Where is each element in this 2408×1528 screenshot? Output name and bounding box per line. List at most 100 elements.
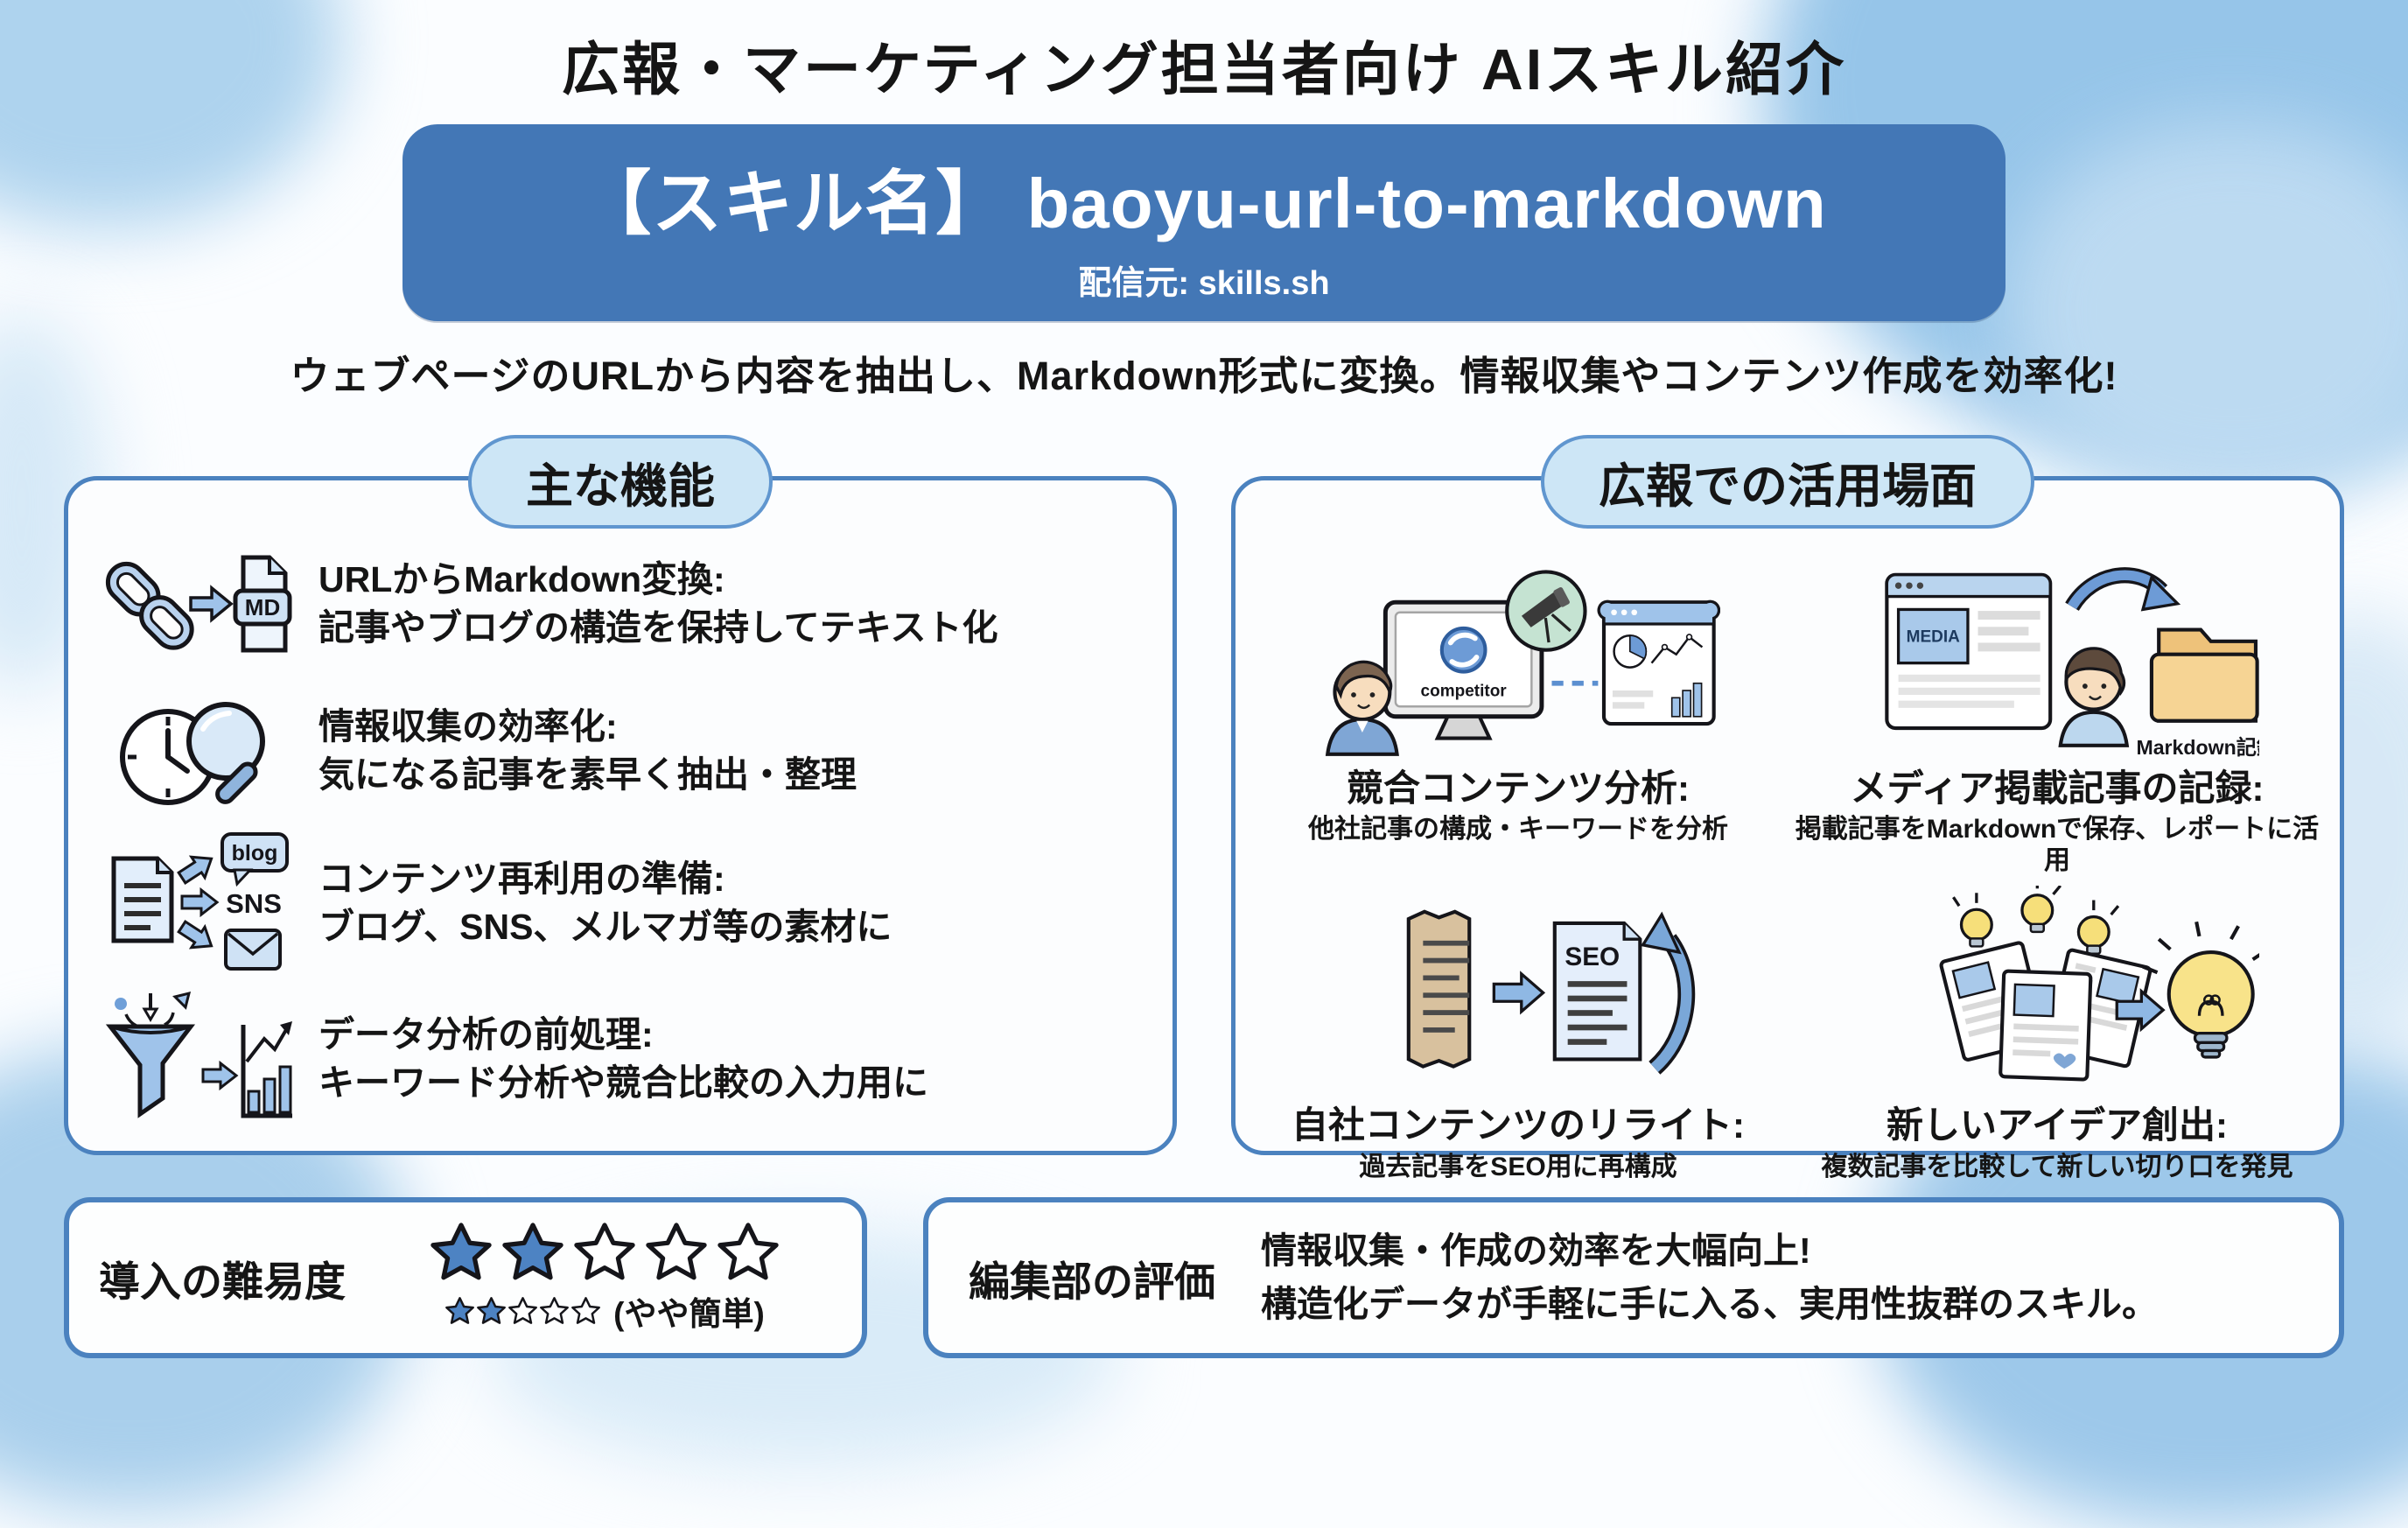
star-icon: [430, 1223, 492, 1280]
difficulty-stars: [429, 1221, 780, 1286]
blog-label: blog: [232, 841, 278, 866]
usecase-rewrite-seo: SEO 自社コ: [1255, 886, 1782, 1182]
idea-generation-illustration: [1939, 886, 2260, 1082]
markdown-record-caption: Markdown記録: [2136, 736, 2259, 759]
feature-title: コンテンツ再利用の準備:: [318, 859, 725, 900]
usecase-competitor-analysis: competitor: [1255, 549, 1782, 877]
difficulty-stars-small: [444, 1296, 601, 1327]
skill-name: 【スキル名】 baoyu-url-to-markdown: [581, 165, 1827, 242]
feature-desc: ブログ、SNS、メルマガ等の素材に: [318, 907, 892, 947]
usecase-title: メディア掲載記事の記録:: [1850, 768, 2264, 809]
feature-item-content-reuse: blog SNS コンテンツ再利用の準備: ブログ、SNS、メルマガ等の素材に: [103, 832, 1146, 974]
funnel-to-chart-icon: [103, 990, 296, 1128]
infographic: 広報・マーケティング担当者向け AIスキル紹介 【スキル名】 baoyu-url…: [64, 37, 2344, 1358]
star-icon: [574, 1223, 635, 1280]
evaluation-label: 編集部の評価: [969, 1258, 1215, 1305]
usecase-title: 競合コンテンツ分析:: [1347, 768, 1690, 809]
usecases-header: 広報での活用場面: [1541, 435, 2034, 529]
arrow-up-icon: [177, 855, 214, 885]
evaluation-box: 編集部の評価 情報収集・作成の効率を大幅向上! 構造化データが手軽に手に入る、実…: [923, 1197, 2344, 1358]
media-record-illustration: MEDIA: [1884, 567, 2259, 759]
bottom-row: 導入の難易度 (やや簡単) 編集部の評価 情報収集・作成の効率を大幅向上! 構造…: [64, 1197, 2344, 1358]
feature-list: MD URLからMarkdown変換: 記事やブログの構造を保持してテキスト化: [68, 480, 1172, 1151]
difficulty-note: (やや簡単): [613, 1296, 765, 1332]
seo-document-icon: SEO: [1552, 922, 1642, 1062]
clock-magnifier-icon: [103, 685, 296, 817]
funnel-icon: [105, 991, 196, 1118]
rewrite-seo-illustration: SEO: [1406, 909, 1695, 1076]
watercolor-blob: [2006, 123, 2408, 499]
usecase-media-record: MEDIA: [1794, 549, 2320, 877]
curved-arrow-icon: [2064, 567, 2180, 612]
arrow-right-icon: [2115, 988, 2166, 1033]
usecase-title: 自社コンテンツのリライト:: [1292, 1104, 1745, 1146]
bar-chart-icon: [241, 1021, 292, 1118]
feature-title: 情報収集の効率化:: [318, 706, 618, 747]
feature-title: URLからMarkdown変換:: [318, 559, 725, 600]
person-icon: [2057, 647, 2129, 747]
media-label: MEDIA: [1906, 628, 1960, 647]
features-panel: 主な機能: [64, 435, 1177, 1155]
analytics-window-icon: [1597, 599, 1720, 726]
chain-link-icon: [105, 561, 194, 650]
arrow-down-icon: [177, 920, 214, 950]
star-icon: [718, 1223, 779, 1280]
monitor-icon: competitor: [1382, 599, 1544, 740]
link-to-md-icon: MD: [103, 538, 296, 669]
features-header: 主な機能: [468, 435, 773, 529]
doc-to-channels-icon: blog SNS: [103, 832, 296, 974]
difficulty-box: 導入の難易度 (やや簡単): [64, 1197, 867, 1358]
description: ウェブページのURLから内容を抽出し、Markdown形式に変換。情報収集やコン…: [290, 354, 2118, 398]
telescope-bubble-icon: [1504, 570, 1587, 652]
md-file-icon: MD: [233, 555, 292, 653]
feature-desc: 記事やブログの構造を保持してテキスト化: [318, 607, 998, 648]
arrow-right-icon: [180, 887, 220, 918]
arrow-right-icon: [1492, 971, 1545, 1015]
competitor-label: competitor: [1420, 683, 1507, 701]
evaluation-line: 構造化データが手軽に手に入る、実用性抜群のスキル。: [1261, 1284, 2158, 1324]
feature-item-url-to-markdown: MD URLからMarkdown変換: 記事やブログの構造を保持してテキスト化: [103, 538, 1146, 669]
small-bulb-icon: [2020, 886, 2062, 934]
old-document-icon: [1406, 909, 1471, 1069]
star-icon: [508, 1296, 538, 1324]
competitor-analysis-illustration: competitor: [1325, 570, 1720, 756]
document-icon: [111, 856, 174, 943]
small-bulb-icon: [2076, 900, 2119, 956]
seo-label: SEO: [1564, 943, 1620, 971]
usecase-idea-generation: 新しいアイデア創出: 複数記事を比較して新しい切り口を発見: [1794, 886, 2320, 1182]
usecase-desc: 複数記事を比較して新しい切り口を発見: [1821, 1152, 2293, 1181]
blog-bubble-icon: blog: [220, 832, 289, 887]
star-icon: [571, 1296, 601, 1324]
star-icon: [445, 1296, 475, 1324]
evaluation-line: 情報収集・作成の効率を大幅向上!: [1261, 1230, 1811, 1271]
usecase-desc: 過去記事をSEO用に再構成: [1359, 1152, 1677, 1181]
person-icon: [1325, 660, 1399, 756]
sns-label: SNS: [226, 888, 282, 919]
arrow-right-icon: [189, 585, 234, 623]
feature-desc: 気になる記事を素早く抽出・整理: [318, 754, 857, 795]
browser-window-icon: MEDIA: [1884, 572, 2052, 731]
difficulty-label: 導入の難易度: [99, 1258, 346, 1305]
star-icon: [502, 1223, 564, 1280]
usecase-grid: competitor: [1236, 480, 2340, 1181]
skill-source: 配信元: skills.sh: [1078, 265, 1330, 302]
arrow-right-icon: [201, 1060, 239, 1091]
feature-desc: キーワード分析や競合比較の入力用に: [318, 1062, 928, 1103]
usecase-desc: 他社記事の構成・キーワードを分析: [1308, 815, 1728, 845]
magnifier-icon: [186, 702, 265, 804]
small-bulb-icon: [1951, 893, 1993, 948]
feature-title: データ分析の前処理:: [318, 1014, 654, 1055]
feature-item-info-gathering: 情報収集の効率化: 気になる記事を素早く抽出・整理: [103, 685, 1146, 817]
folder-icon: [2149, 627, 2259, 723]
usecase-title: 新しいアイデア創出:: [1886, 1104, 2228, 1146]
usecases-panel: 広報での活用場面 competitor: [1231, 435, 2344, 1181]
growth-arrow-icon: [1640, 911, 1695, 1076]
main-row: 主な機能: [64, 435, 2344, 1181]
envelope-icon: [224, 929, 282, 971]
usecase-desc: 掲載記事をMarkdownで保存、レポートに活用: [1795, 815, 2320, 876]
feature-item-data-preprocess: データ分析の前処理: キーワード分析や競合比較の入力用に: [103, 990, 1146, 1128]
star-icon: [540, 1296, 570, 1324]
skill-banner: 【スキル名】 baoyu-url-to-markdown 配信元: skills…: [402, 124, 2006, 321]
star-icon: [646, 1223, 707, 1280]
md-label: MD: [245, 594, 280, 620]
